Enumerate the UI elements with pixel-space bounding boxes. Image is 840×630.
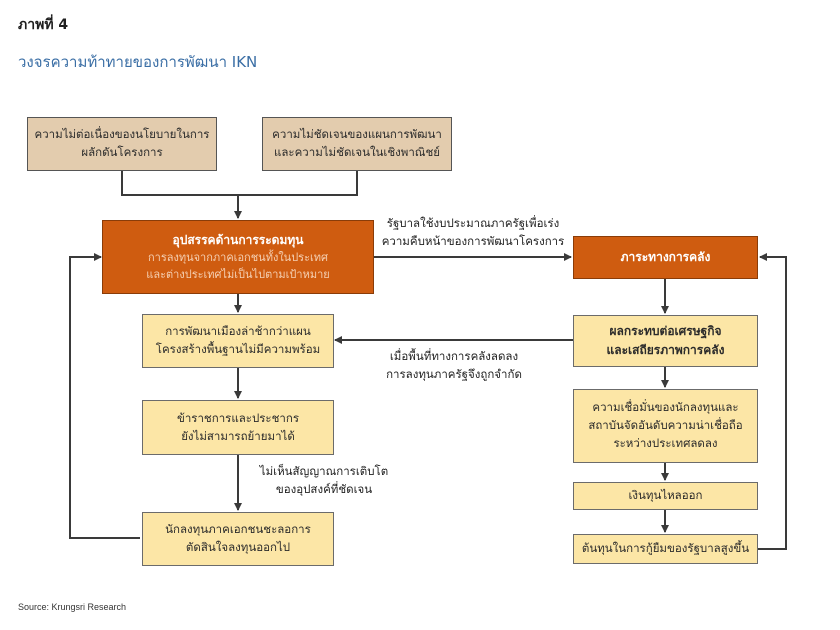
box-slow-development: การพัฒนาเมืองล่าช้ากว่าแผน โครงสร้างพื้น… <box>142 314 334 368</box>
box-fiscal-burden: ภาระทางการคลัง <box>573 236 758 279</box>
arrow-top-merge-right <box>238 171 358 196</box>
label-fiscal-space: เมื่อพื้นที่ทางการคลังลดลง การลงทุนภาครั… <box>386 349 522 382</box>
arrow-private-loop-funding <box>69 253 140 539</box>
label-govt-budget: รัฐบาลใช้งบประมาณภาครัฐเพื่อเร่ง ความคืบ… <box>381 216 565 249</box>
box-policy-discontinuity: ความไม่ต่อเนื่องของนโยบายในการ ผลักดันโค… <box>27 117 217 171</box>
box-capital-outflow: เงินทุนไหลออก <box>573 482 758 510</box>
box-economic-impact: ผลกระทบต่อเศรษฐกิจ และเสถียรภาพการคลัง <box>573 315 758 367</box>
source-note: Source: Krungsri Research <box>18 602 127 612</box>
box-officials-not-moving: ข้าราชการและประชากร ยังไม่สามารถย้ายมาได… <box>142 400 334 455</box>
box-private-delay: นักลงทุนภาคเอกชนชะลอการ ตัดสินใจลงทุนออก… <box>142 512 334 566</box>
box-borrowing-cost: ต้นทุนในการกู้ยืมของรัฐบาลสูงขึ้น <box>573 534 758 564</box>
label-no-growth-signal: ไม่เห็นสัญญาณการเติบโต ของอุปสงค์ที่ชัดเ… <box>259 464 389 497</box>
figure-label: ภาพที่ 4 <box>18 17 69 33</box>
figure-title: วงจรความท้าทายของการพัฒนา IKN <box>18 53 258 71</box>
box-investor-confidence: ความเชื่อมั่นของนักลงทุนและ สถาบันจัดอัน… <box>573 389 758 463</box>
box-funding-barrier: อุปสรรคด้านการระดมทุน การลงทุนจากภาคเอกช… <box>102 220 374 294</box>
arrow-cost-loop-fiscal <box>758 253 787 550</box>
arrow-top-merge-left <box>121 171 238 196</box>
box-plan-uncertainty: ความไม่ชัดเจนของแผนการพัฒนา และความไม่ชั… <box>262 117 452 171</box>
